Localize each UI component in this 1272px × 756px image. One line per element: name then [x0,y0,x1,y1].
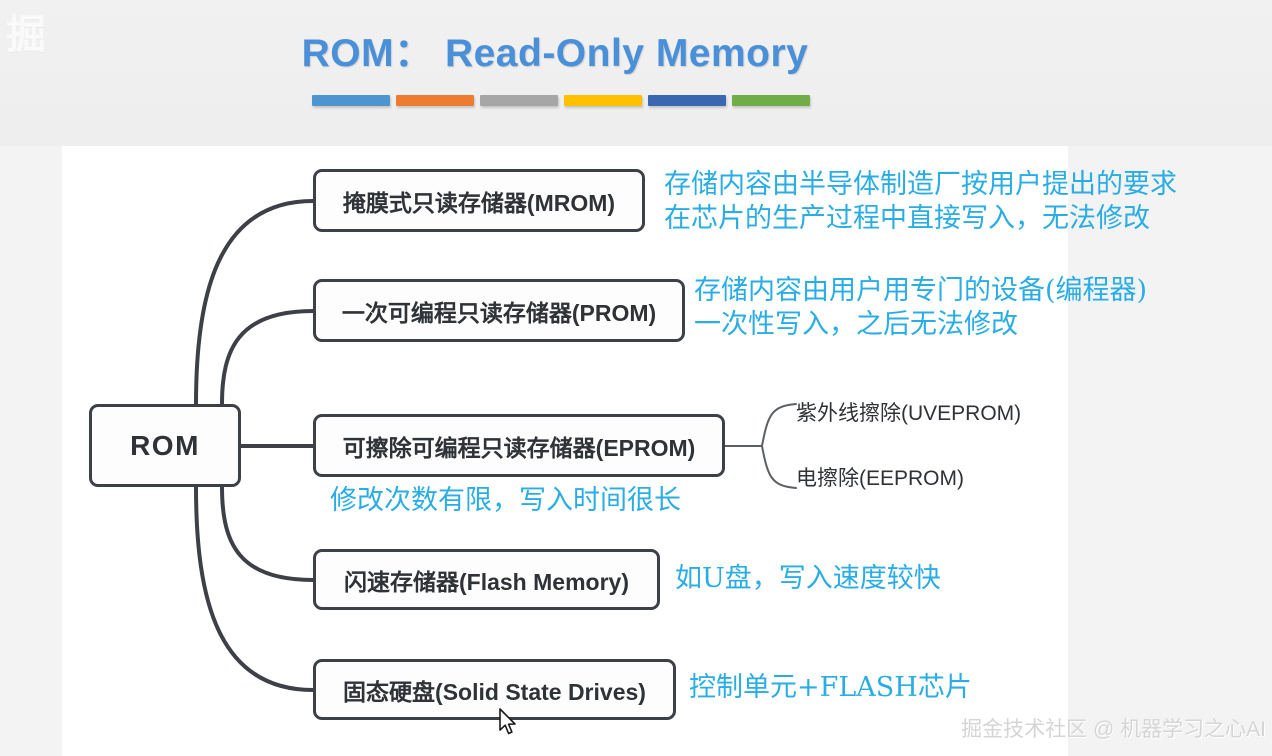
arrow-pointer-cursor [499,708,516,735]
node-eprom[interactable]: 可擦除可编程只读存储器(EPROM) [313,414,725,477]
node-rom-root[interactable]: ROM [89,404,241,487]
node-mrom-label: 掩膜式只读存储器(MROM) [342,189,616,216]
accent-bar-1 [312,95,390,106]
corner-watermark: 掘 [6,13,46,57]
node-flash-label: 闪速存储器(Flash Memory) [344,568,629,595]
node-eprom-label: 可擦除可编程只读存储器(EPROM) [342,434,696,461]
accent-bar-group [312,95,810,106]
annotation-prom: 存储内容由用户用专门的设备(编程器) 一次性写入，之后无法修改 [694,275,1148,340]
background-band-top [0,0,1272,146]
page-title: ROM： Read-Only Memory [301,32,809,75]
accent-bar-3 [480,95,558,106]
leaf-label-eeprom[interactable]: 电擦除(EEPROM) [796,467,964,490]
watermark-text: 掘金技术社区 @ 机器学习之心AI [961,718,1266,741]
annotation-flash: 如U盘，写入速度较快 [675,563,941,594]
annotation-ssd: 控制单元+FLASH芯片 [689,672,972,703]
node-rom-root-label: ROM [130,429,200,461]
node-ssd[interactable]: 固态硬盘(Solid State Drives) [313,659,676,720]
leaf-label-uveprom[interactable]: 紫外线擦除(UVEPROM) [796,402,1022,425]
node-mrom[interactable]: 掩膜式只读存储器(MROM) [313,169,645,232]
annotation-mrom: 存储内容由半导体制造厂按用户提出的要求 在芯片的生产过程中直接写入，无法修改 [664,169,1177,234]
annotation-eprom: 修改次数有限，写入时间很长 [330,485,681,516]
node-flash[interactable]: 闪速存储器(Flash Memory) [313,549,660,610]
node-prom[interactable]: 一次可编程只读存储器(PROM) [313,279,685,342]
accent-bar-6 [732,95,810,106]
node-ssd-label: 固态硬盘(Solid State Drives) [343,678,646,705]
accent-bar-5 [648,95,726,106]
accent-bar-2 [396,95,474,106]
node-prom-label: 一次可编程只读存储器(PROM) [341,299,657,326]
accent-bar-4 [564,95,642,106]
